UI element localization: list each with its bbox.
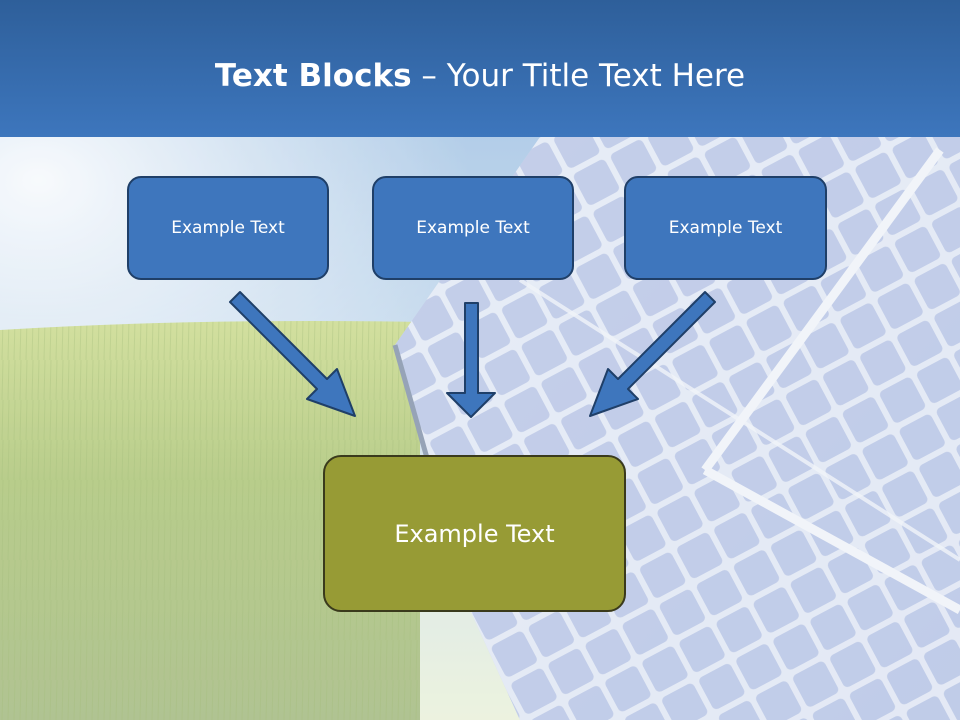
title-bar: Text Blocks – Your Title Text Here xyxy=(0,0,960,137)
slide-title: Text Blocks – Your Title Text Here xyxy=(0,52,960,100)
title-bold-text: Text Blocks xyxy=(214,58,412,94)
arrow-right-diagonal xyxy=(589,291,716,417)
text-block-2[interactable]: Example Text xyxy=(372,176,574,280)
title-rest-text: Your Title Text Here xyxy=(446,58,746,94)
text-block-3[interactable]: Example Text xyxy=(624,176,827,280)
arrow-center-down xyxy=(446,302,496,418)
title-dash: – xyxy=(411,58,447,94)
arrow-left-diagonal xyxy=(229,291,356,417)
summary-block[interactable]: Example Text xyxy=(323,455,626,612)
text-block-1[interactable]: Example Text xyxy=(127,176,329,280)
